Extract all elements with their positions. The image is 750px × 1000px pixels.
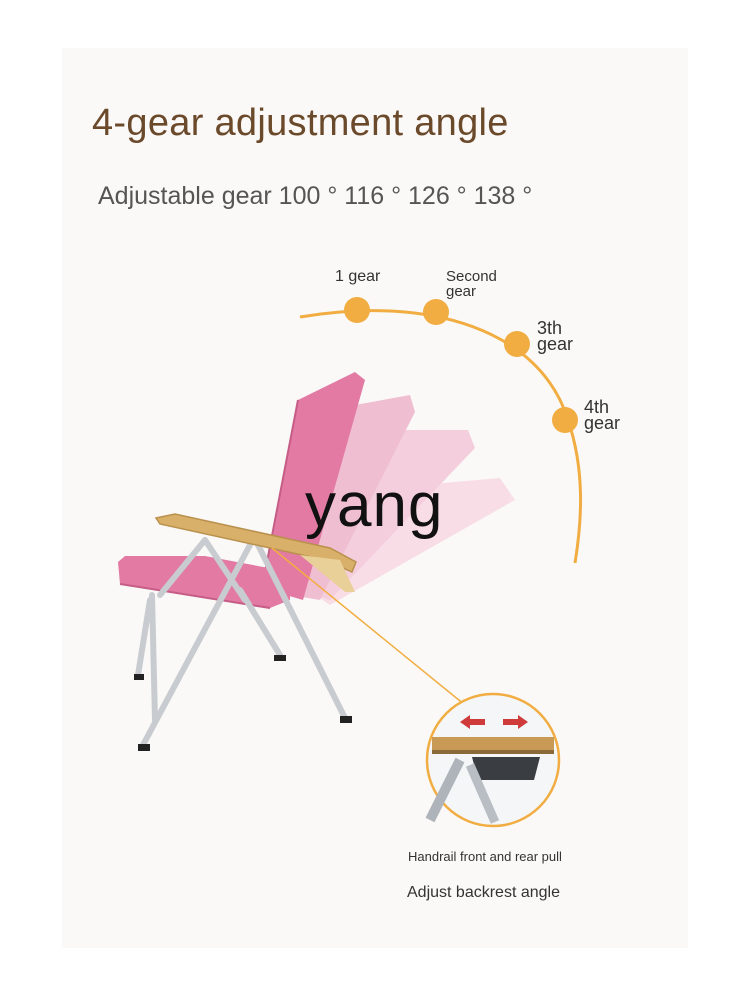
leader-line [271,547,466,706]
caption-handrail: Handrail front and rear pull [408,849,562,864]
gear-arc [299,309,583,564]
gear-dot-3 [504,331,530,357]
gear-dot-2 [423,299,449,325]
ghost-armrest [300,555,355,592]
chair-frame [135,537,348,748]
gear-label-3: 3th gear [537,318,574,354]
arrow-left-icon [460,715,485,729]
gear-label-2: Second gear [446,268,497,300]
chair-feet [134,655,352,751]
caption-backrest: Adjust backrest angle [407,884,560,901]
gear-label-4: 4th gear [584,397,621,433]
page-subtitle: Adjustable gear 100 ° 116 ° 126 ° 138 ° [98,182,533,210]
gear-label-1: 1 gear [335,268,381,285]
watermark-text: yang [305,471,444,540]
arrow-right-icon [503,715,528,729]
armrest [154,513,357,574]
gear-dot-1 [344,297,370,323]
seat [118,556,290,608]
page-title: 4-gear adjustment angle [92,102,509,144]
gear-dot-4 [552,407,578,433]
handrail-detail [425,692,561,828]
